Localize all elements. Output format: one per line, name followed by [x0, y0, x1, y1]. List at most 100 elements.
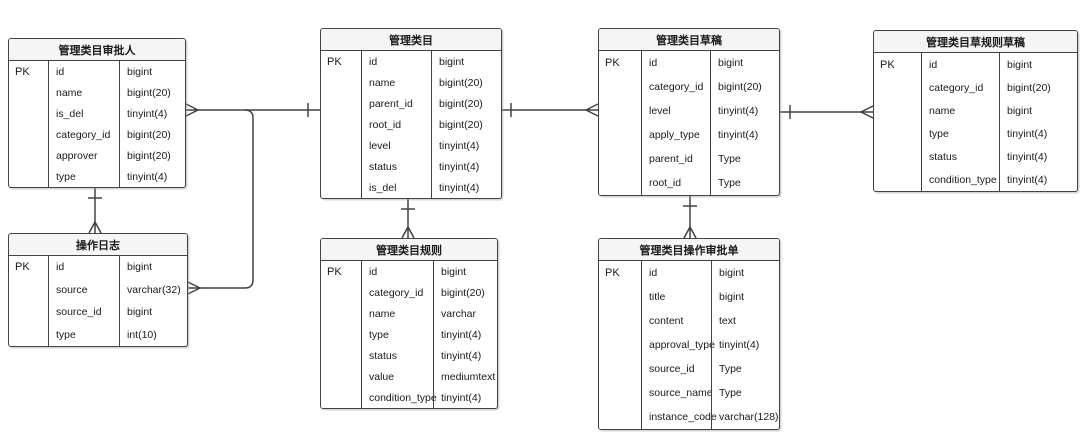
pk-column: PK: [321, 261, 361, 408]
field-type: tinyint(4): [439, 160, 480, 173]
field-name: approval_type: [649, 339, 715, 351]
field-name: source_name: [649, 387, 713, 399]
field-name: status: [369, 349, 398, 362]
pk-label: PK: [605, 57, 620, 69]
field-type: tinyint(4): [439, 139, 480, 152]
field-name: id: [929, 58, 938, 71]
field-type: bigint(20): [1007, 81, 1051, 94]
field-name: title: [649, 291, 666, 303]
pk-column: PK: [9, 61, 48, 187]
pk-label: PK: [605, 267, 620, 279]
field-name: name: [369, 307, 396, 320]
entity-title: 管理类目草规则草稿: [874, 31, 1077, 53]
connector-approver-to-log[interactable]: [88, 186, 102, 234]
field-name: root_id: [649, 177, 682, 189]
field-name: level: [649, 105, 671, 117]
pk-label: PK: [15, 65, 30, 78]
field-name: id: [649, 57, 658, 69]
connector-approver-to-category[interactable]: [185, 103, 320, 117]
field-name: is_del: [369, 181, 397, 194]
field-name: content: [649, 315, 684, 327]
field-type: bigint: [1007, 104, 1033, 117]
field-name: source: [56, 283, 88, 296]
field-name: value: [369, 370, 395, 383]
field-name: parent_id: [649, 153, 693, 165]
field-type: mediumtext: [441, 370, 496, 383]
field-name: name: [369, 76, 396, 89]
field-name: id: [649, 267, 658, 279]
field-type: varchar: [441, 307, 477, 320]
field-type: tinyint(4): [441, 349, 482, 362]
connector-category-to-draft[interactable]: [502, 103, 599, 117]
field-type: tinyint(4): [1007, 127, 1048, 140]
field-type: bigint: [127, 65, 153, 78]
field-type: tinyint(4): [718, 105, 759, 117]
field-name: id: [369, 265, 378, 278]
field-type: bigint(20): [439, 118, 483, 131]
field-name: instance_code: [649, 411, 717, 423]
field-type: bigint(20): [127, 128, 171, 141]
field-type: text: [719, 315, 736, 327]
field-name: type: [929, 127, 949, 140]
connector-draft-to-approval[interactable]: [683, 194, 697, 239]
field-type: bigint(20): [439, 76, 483, 89]
pk-label: PK: [327, 265, 342, 278]
field-name: name: [929, 104, 956, 117]
crow-foot-marker: [860, 105, 874, 119]
field-type: bigint: [127, 306, 153, 319]
pk-column: PK: [9, 256, 48, 346]
field-type: tinyint(4): [441, 391, 482, 404]
crow-foot-marker: [585, 103, 599, 117]
field-name: id: [56, 65, 65, 78]
crow-foot-marker: [88, 221, 102, 234]
field-name: apply_type: [649, 129, 700, 141]
field-type: bigint(20): [127, 149, 171, 162]
entity-title: 操作日志: [9, 234, 187, 256]
field-type: tinyint(4): [127, 107, 168, 120]
field-type: tinyint(4): [719, 339, 760, 351]
field-type: Type: [719, 363, 742, 375]
field-type: bigint: [441, 265, 467, 278]
field-name: type: [56, 328, 76, 341]
field-name: id: [369, 55, 378, 68]
field-type: bigint: [719, 267, 745, 279]
field-type: bigint: [127, 261, 153, 274]
field-name: name: [56, 86, 83, 99]
pk-label: PK: [327, 55, 342, 68]
connector-draft-to-rule-draft[interactable]: [780, 105, 874, 119]
field-name: is_del: [56, 107, 84, 120]
field-type: bigint(20): [718, 81, 762, 93]
entity-title: 管理类目操作审批单: [599, 239, 779, 261]
pk-column: PK: [321, 51, 361, 198]
field-type: Type: [718, 153, 741, 165]
pk-column: PK: [599, 51, 641, 195]
field-name: status: [929, 150, 958, 163]
entity-title: 管理类目规则: [321, 239, 497, 261]
connector-log-to-category[interactable]: [187, 109, 254, 295]
connector-category-to-rule[interactable]: [401, 197, 415, 239]
field-name: level: [369, 139, 391, 152]
field-name: source_id: [649, 363, 695, 375]
